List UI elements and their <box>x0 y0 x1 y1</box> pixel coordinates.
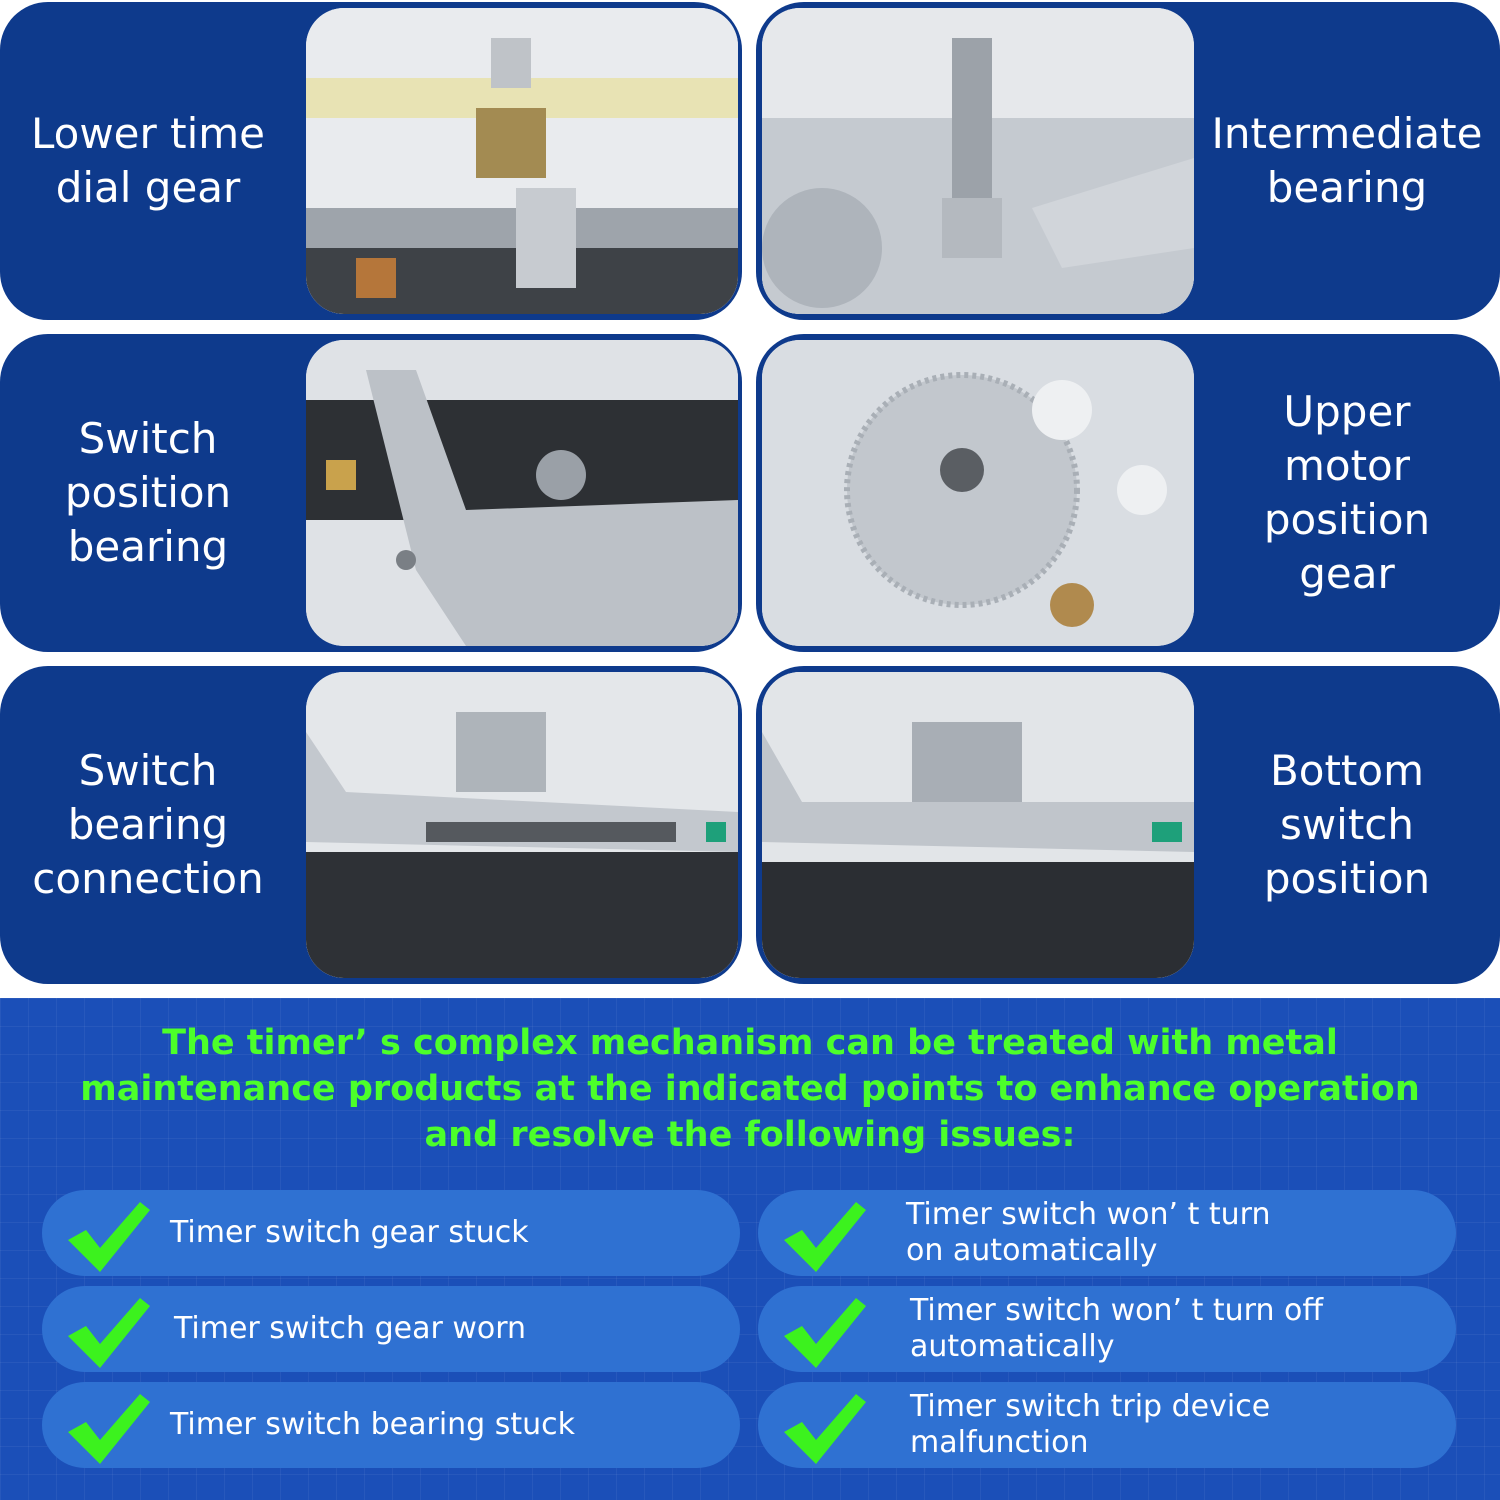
card-label: Switch bearing connection <box>32 746 264 903</box>
feature-card-upper-motor-position-gear: Upper motor position gear <box>756 334 1500 652</box>
card-label: Bottom switch position <box>1263 746 1431 903</box>
issue-text: Timer switch bearing stuck <box>170 1407 576 1442</box>
feature-card-switch-bearing-connection: Switch bearing connection <box>0 666 742 984</box>
issue-text: Timer switch won’ t turn on automaticall… <box>906 1197 1271 1268</box>
check-icon <box>784 1298 866 1368</box>
bottom-switch-photo <box>762 672 1194 978</box>
check-icon <box>68 1394 150 1464</box>
check-icon <box>784 1202 866 1272</box>
issue-item: Timer switch gear stuck <box>42 1190 740 1276</box>
gear-photo <box>306 8 738 314</box>
issue-text: Timer switch gear stuck <box>170 1215 529 1250</box>
motor-gear-photo <box>762 340 1194 646</box>
issue-item: Timer switch won’ t turn off automatical… <box>758 1286 1456 1372</box>
feature-card-lower-time-dial-gear: Lower time dial gear <box>0 2 742 320</box>
card-label: Upper motor position gear <box>1263 387 1431 598</box>
issue-text: Timer switch won’ t turn off automatical… <box>910 1293 1324 1364</box>
check-icon <box>68 1298 150 1368</box>
connection-photo <box>306 672 738 978</box>
feature-card-switch-position-bearing: Switch position bearing <box>0 334 742 652</box>
issue-item: Timer switch gear worn <box>42 1286 740 1372</box>
headline: The timer’ s complex mechanism can be tr… <box>80 1023 1420 1155</box>
issue-item: Timer switch won’ t turn on automaticall… <box>758 1190 1456 1276</box>
bearing-photo <box>762 8 1194 314</box>
issue-item: Timer switch bearing stuck <box>42 1382 740 1468</box>
check-icon <box>784 1394 866 1464</box>
issue-item: Timer switch trip device malfunction <box>758 1382 1456 1468</box>
check-icon <box>68 1202 150 1272</box>
feature-card-intermediate-bearing: Intermediate bearing <box>756 2 1500 320</box>
issue-text: Timer switch gear worn <box>174 1311 527 1346</box>
feature-card-bottom-switch-position: Bottom switch position <box>756 666 1500 984</box>
issues-panel: The timer’ s complex mechanism can be tr… <box>0 998 1500 1500</box>
card-label: Lower time dial gear <box>30 109 266 212</box>
card-label: Intermediate bearing <box>1211 109 1483 212</box>
switch-bearing-photo <box>306 340 738 646</box>
card-label: Switch position bearing <box>64 414 232 571</box>
issue-text: Timer switch trip device malfunction <box>910 1389 1271 1460</box>
